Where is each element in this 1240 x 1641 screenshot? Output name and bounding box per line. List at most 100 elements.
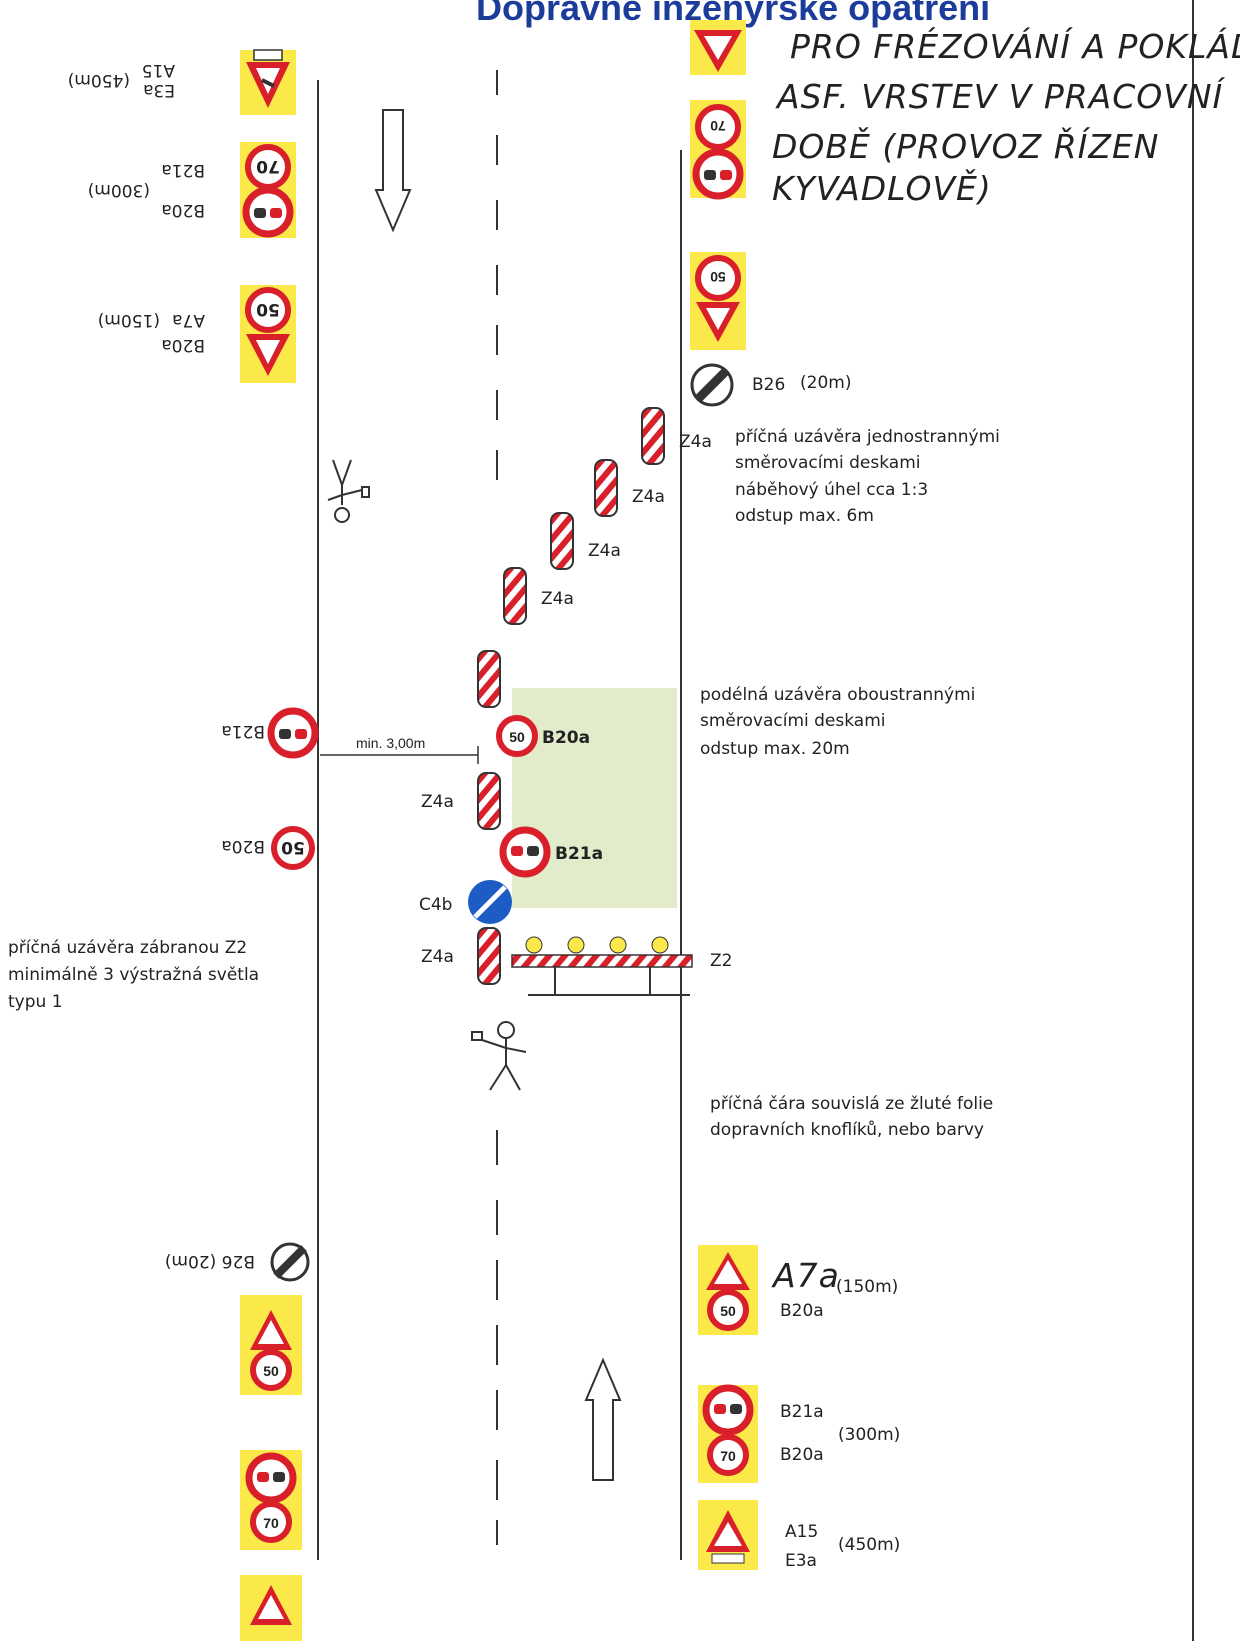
left-bottom-stack-1: 50 bbox=[240, 1295, 302, 1395]
z2-barrier: Z2 bbox=[511, 936, 732, 996]
flagger-top-icon bbox=[327, 459, 370, 523]
hand-line-1: PRO FRÉZOVÁNÍ A POKLÁDKU bbox=[790, 26, 1240, 66]
note-barrier: příčná uzávěra zábranou Z2 minimálně 3 v… bbox=[8, 938, 259, 1012]
handwritten-note: PRO FRÉZOVÁNÍ A POKLÁDKU ASF. VRSTEV V P… bbox=[772, 26, 1240, 208]
left-g3-speed: 50 bbox=[256, 299, 280, 319]
svg-text:dopravních knoflíků, nebo barv: dopravních knoflíků, nebo barvy bbox=[710, 1120, 984, 1140]
left-sign-b26: B26 (20m) bbox=[165, 1242, 310, 1282]
right-bottom-stack-3: A15 E3a (450m) bbox=[698, 1500, 900, 1571]
z4a-barrier-4 bbox=[503, 567, 527, 625]
left-bottom-stack-3 bbox=[240, 1575, 302, 1641]
right-bottom-stack-2: 70 B21a B20a (300m) bbox=[698, 1385, 900, 1483]
left-g3-distance: (150m) bbox=[98, 310, 160, 330]
left-bottom-stack-2: 70 bbox=[240, 1450, 302, 1550]
right-a7a-label: A7a bbox=[771, 1256, 840, 1295]
right-speed-50: 50 bbox=[720, 1303, 736, 1319]
left-g3-code-bottom: A7a bbox=[172, 310, 205, 330]
right-b26-distance: (20m) bbox=[800, 373, 851, 393]
left-sign-group-1: E3a A15 (450m) bbox=[68, 49, 296, 115]
right-top-stack: 70 bbox=[690, 100, 746, 198]
work-b21a-label: B21a bbox=[555, 844, 603, 864]
flagger-bottom-icon bbox=[471, 1021, 527, 1091]
hand-line-2: ASF. VRSTEV V PRACOVNÍ bbox=[775, 76, 1225, 116]
right-speed-70: 70 bbox=[720, 1448, 736, 1464]
min-width-dimension: min. 3,00m bbox=[320, 735, 479, 764]
left-g1-distance: (450m) bbox=[68, 70, 130, 90]
left-b20a-speed: 50 bbox=[281, 837, 305, 857]
left-g2-speed: 70 bbox=[256, 156, 280, 176]
hand-line-3: DOBĚ (PROVOZ ŘÍZEN bbox=[772, 126, 1160, 166]
right-e3a-label: E3a bbox=[785, 1551, 817, 1571]
z4a-label-6: Z4a bbox=[421, 792, 454, 812]
svg-text:50: 50 bbox=[710, 269, 726, 285]
note-line: příčná čára souvislá ze žluté folie dopr… bbox=[710, 1094, 993, 1140]
work-b20a-speed: 50 bbox=[509, 729, 525, 745]
z4a-barrier-2 bbox=[594, 459, 618, 517]
right-b26-label: B26 bbox=[752, 375, 785, 395]
right-bottom-stack-1: 50 A7a (150m) B20a bbox=[698, 1245, 898, 1335]
note-longitudinal: podélná uzávěra oboustrannými směrovacím… bbox=[700, 685, 975, 759]
svg-text:příčná čára souvislá ze žluté: příčná čára souvislá ze žluté folie bbox=[710, 1094, 993, 1114]
left-g1-code-top: E3a bbox=[143, 80, 175, 100]
svg-text:odstup max. 6m: odstup max. 6m bbox=[735, 506, 874, 526]
left-sign-group-2: 70 B20a B21a (300m) bbox=[88, 142, 296, 238]
z4a-barrier-6 bbox=[477, 772, 501, 830]
left-g2-code-bottom: B21a bbox=[161, 160, 205, 180]
c4b-label: C4b bbox=[419, 895, 452, 915]
arrow-up-icon bbox=[584, 1357, 622, 1481]
left-b20a-label: B20a bbox=[221, 836, 265, 856]
z4a-barrier-7 bbox=[477, 927, 501, 985]
z4a-label-4: Z4a bbox=[541, 589, 574, 609]
left-g2-code-top: B20a bbox=[161, 200, 205, 220]
svg-text:70: 70 bbox=[263, 1515, 279, 1531]
left-sign-group-3: 50 B20a A7a (150m) bbox=[98, 285, 296, 383]
svg-text:příčná uzávěra jednostrannými: příčná uzávěra jednostrannými bbox=[735, 427, 1000, 447]
right-b21a-label: B21a bbox=[780, 1402, 824, 1422]
right-top-stack-2: 50 bbox=[690, 252, 746, 350]
min-width-label: min. 3,00m bbox=[356, 735, 425, 751]
work-b20a-sign: 50 B20a bbox=[496, 715, 590, 757]
left-g3-code-top: B20a bbox=[161, 335, 205, 355]
svg-text:odstup max. 20m: odstup max. 20m bbox=[700, 739, 850, 759]
svg-text:50: 50 bbox=[263, 1363, 279, 1379]
right-300-distance: (300m) bbox=[838, 1425, 900, 1445]
z4a-label-7: Z4a bbox=[421, 947, 454, 967]
left-b21a-label: B21a bbox=[221, 721, 265, 741]
work-area bbox=[512, 688, 677, 908]
z4a-barrier-5 bbox=[477, 650, 501, 708]
svg-text:směrovacími deskami: směrovacími deskami bbox=[735, 453, 920, 473]
right-a15-label: A15 bbox=[785, 1522, 818, 1542]
right-b20a-2-label: B20a bbox=[780, 1445, 824, 1465]
svg-text:náběhový úhel cca 1:3: náběhový úhel cca 1:3 bbox=[735, 480, 928, 500]
svg-text:typu 1: typu 1 bbox=[8, 992, 63, 1012]
right-a7a-distance: (150m) bbox=[836, 1277, 898, 1297]
right-450-distance: (450m) bbox=[838, 1535, 900, 1555]
note-cross-closure: příčná uzávěra jednostrannými směrovacím… bbox=[735, 427, 1000, 526]
svg-text:70: 70 bbox=[710, 118, 726, 134]
hand-line-4: KYVADLOVĚ) bbox=[772, 168, 992, 208]
warning-light-icon bbox=[525, 936, 669, 954]
left-sign-b20a: 50 B20a bbox=[221, 826, 315, 870]
work-b21a-sign: B21a bbox=[503, 830, 603, 874]
z4a-barrier-3 bbox=[550, 512, 574, 570]
left-b26-label: B26 (20m) bbox=[165, 1251, 255, 1271]
z4a-label-3: Z4a bbox=[588, 541, 621, 561]
z4a-barrier-1 bbox=[641, 407, 665, 465]
right-sign-b26: B26 (20m) bbox=[690, 363, 851, 407]
work-b20a-label: B20a bbox=[542, 728, 590, 748]
svg-text:směrovacími deskami: směrovacími deskami bbox=[700, 711, 885, 731]
svg-text:příčná uzávěra zábranou Z2: příčná uzávěra zábranou Z2 bbox=[8, 938, 247, 958]
no-overtaking-icon bbox=[246, 190, 290, 234]
z2-label: Z2 bbox=[710, 951, 732, 971]
left-g2-distance: (300m) bbox=[88, 180, 150, 200]
z4a-label-1: Z4a bbox=[679, 432, 712, 452]
svg-text:podélná uzávěra oboustrannými: podélná uzávěra oboustrannými bbox=[700, 685, 975, 705]
right-b20a-label: B20a bbox=[780, 1301, 824, 1321]
c4b-sign: C4b bbox=[419, 880, 512, 924]
left-g1-code-bottom: A15 bbox=[142, 60, 175, 80]
left-sign-b21a: B21a bbox=[221, 711, 315, 755]
right-top-yield-sign bbox=[690, 20, 746, 75]
arrow-down-icon bbox=[374, 109, 412, 233]
svg-text:minimálně 3 výstražná světla: minimálně 3 výstražná světla bbox=[8, 965, 259, 985]
